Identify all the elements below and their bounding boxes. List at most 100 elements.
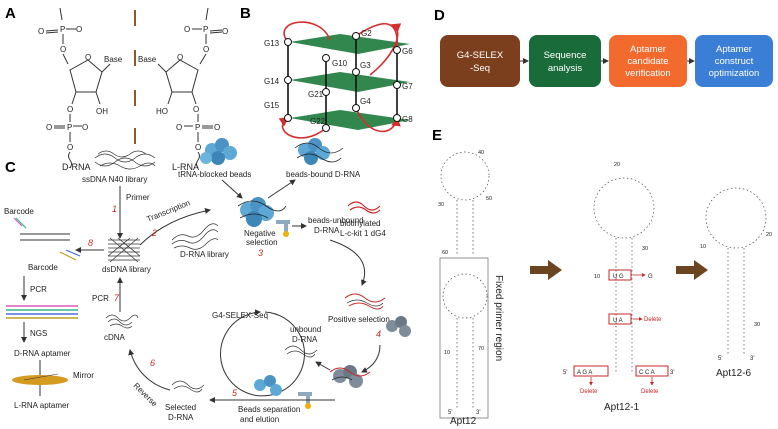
node-g7: G7 <box>402 82 413 91</box>
svg-text:Barcode: Barcode <box>4 207 34 216</box>
svg-text:optimization: optimization <box>709 68 760 79</box>
panel-label-c: C <box>5 159 16 176</box>
svg-text:30: 30 <box>642 246 648 252</box>
magnet-icon <box>276 220 290 237</box>
svg-text:10: 10 <box>594 274 600 280</box>
svg-text:O: O <box>85 53 91 62</box>
selected-drna-beads <box>254 375 282 396</box>
svg-text:O: O <box>177 53 183 62</box>
step-box-1 <box>440 35 520 87</box>
svg-text:O: O <box>46 123 52 132</box>
svg-text:biotinylated: biotinylated <box>340 219 380 228</box>
svg-text:O: O <box>193 105 199 114</box>
svg-text:P: P <box>67 123 72 132</box>
svg-text:G: G <box>648 274 653 280</box>
d-p-top: P <box>60 25 65 34</box>
svg-text:O: O <box>67 143 73 152</box>
svg-text:analysis: analysis <box>548 63 583 74</box>
apt12-6-label: Apt12-6 <box>716 368 751 379</box>
svg-text:verification: verification <box>625 68 670 79</box>
svg-text:P: P <box>195 123 200 132</box>
step-box-3 <box>609 35 687 87</box>
svg-text:Aptamer: Aptamer <box>716 44 752 55</box>
node-g4: G4 <box>360 97 371 106</box>
l-base: Base <box>138 55 157 64</box>
ssdna-label: ssDNA N40 library <box>82 175 147 184</box>
svg-text:PCR: PCR <box>92 294 109 303</box>
primer-extension-1: Primer <box>126 193 150 202</box>
svg-text:Selected: Selected <box>165 403 196 412</box>
panel-label-d: D <box>434 7 445 24</box>
negative-selection-complex <box>237 197 287 227</box>
svg-text:O: O <box>67 105 73 114</box>
node-g3: G3 <box>360 61 371 70</box>
svg-text:Delete: Delete <box>580 389 598 395</box>
biotin-target <box>347 201 381 211</box>
svg-text:P: P <box>203 25 208 34</box>
svg-text:Delete: Delete <box>644 317 662 323</box>
svg-text:3': 3' <box>670 370 674 376</box>
dsdna-label: dsDNA library <box>102 265 151 274</box>
magnet-icon-2 <box>298 392 312 409</box>
svg-text:candidate: candidate <box>627 56 668 67</box>
positive-selection-complex <box>344 293 386 310</box>
svg-text:L-c-kit 1 dG4: L-c-kit 1 dG4 <box>340 229 386 238</box>
mirror-disk <box>12 375 68 385</box>
node-g13: G13 <box>264 39 280 48</box>
beads-bound-drna <box>294 138 344 165</box>
svg-text:C C A: C C A <box>639 370 655 376</box>
svg-text:50: 50 <box>486 196 492 202</box>
node-g6: G6 <box>402 47 413 56</box>
svg-text:30: 30 <box>438 202 444 208</box>
step-box-2 <box>529 35 601 87</box>
svg-text:O: O <box>176 123 182 132</box>
node-g10: G10 <box>332 59 348 68</box>
svg-text:O: O <box>82 123 88 132</box>
svg-text:A G A: A G A <box>577 370 592 376</box>
svg-text:1: 1 <box>112 204 117 214</box>
svg-text:D-RNA library: D-RNA library <box>180 250 229 259</box>
svg-text:3': 3' <box>476 410 480 416</box>
svg-text:beads-bound D-RNA: beads-bound D-RNA <box>286 170 361 179</box>
panel-label-b: B <box>240 5 251 22</box>
d-rna-label: D-RNA <box>62 162 91 172</box>
svg-text:selection: selection <box>246 238 278 247</box>
node-g21: G21 <box>308 90 324 99</box>
bead-complex <box>329 365 371 388</box>
svg-text:3': 3' <box>750 356 754 362</box>
svg-text:Negative: Negative <box>244 229 276 238</box>
panel-b-g4-topology: G13 G14 G15 G10 G21 G22 G2 G3 G4 G6 G7 G… <box>264 21 413 139</box>
svg-text:5': 5' <box>448 410 452 416</box>
svg-text:beads-unbound: beads-unbound <box>308 216 364 225</box>
svg-text:tRNA-blocked beads: tRNA-blocked beads <box>178 170 251 179</box>
svg-text:O: O <box>195 143 201 152</box>
panel-d-workflow: G4-SELEX -Seq Sequence analysis Aptamer … <box>440 35 773 87</box>
l-rna-label: L-RNA <box>172 162 199 172</box>
svg-text:7: 7 <box>114 293 120 303</box>
svg-text:10: 10 <box>700 244 706 250</box>
svg-text:2: 2 <box>151 228 157 238</box>
cycle-circle <box>220 309 305 397</box>
svg-text:70: 70 <box>478 346 484 352</box>
svg-text:Delete: Delete <box>641 389 659 395</box>
node-g8: G8 <box>402 115 413 124</box>
drna-library-squiggle <box>171 223 219 250</box>
svg-text:G4-SELEX: G4-SELEX <box>457 50 504 61</box>
svg-text:and elution: and elution <box>240 415 279 424</box>
apt12-label: Apt12 <box>450 416 477 427</box>
svg-text:Barcode: Barcode <box>28 263 58 272</box>
svg-text:60: 60 <box>442 250 448 256</box>
svg-text:8: 8 <box>88 238 93 248</box>
svg-text:-Seq: -Seq <box>470 63 490 74</box>
svg-text:6: 6 <box>150 358 155 368</box>
streptavidin-beads <box>386 316 411 337</box>
pcr-products <box>6 305 78 319</box>
panel-e-structures: 40 50 30 60 10 70 5' 3' Fixed primer reg… <box>438 150 772 427</box>
svg-text:NGS: NGS <box>30 329 47 338</box>
cdna-squiggle <box>105 314 139 329</box>
l-ho: HO <box>156 107 168 116</box>
svg-text:unbound: unbound <box>290 325 321 334</box>
svg-text:Positive selection: Positive selection <box>328 315 390 324</box>
svg-text:20: 20 <box>766 232 772 238</box>
